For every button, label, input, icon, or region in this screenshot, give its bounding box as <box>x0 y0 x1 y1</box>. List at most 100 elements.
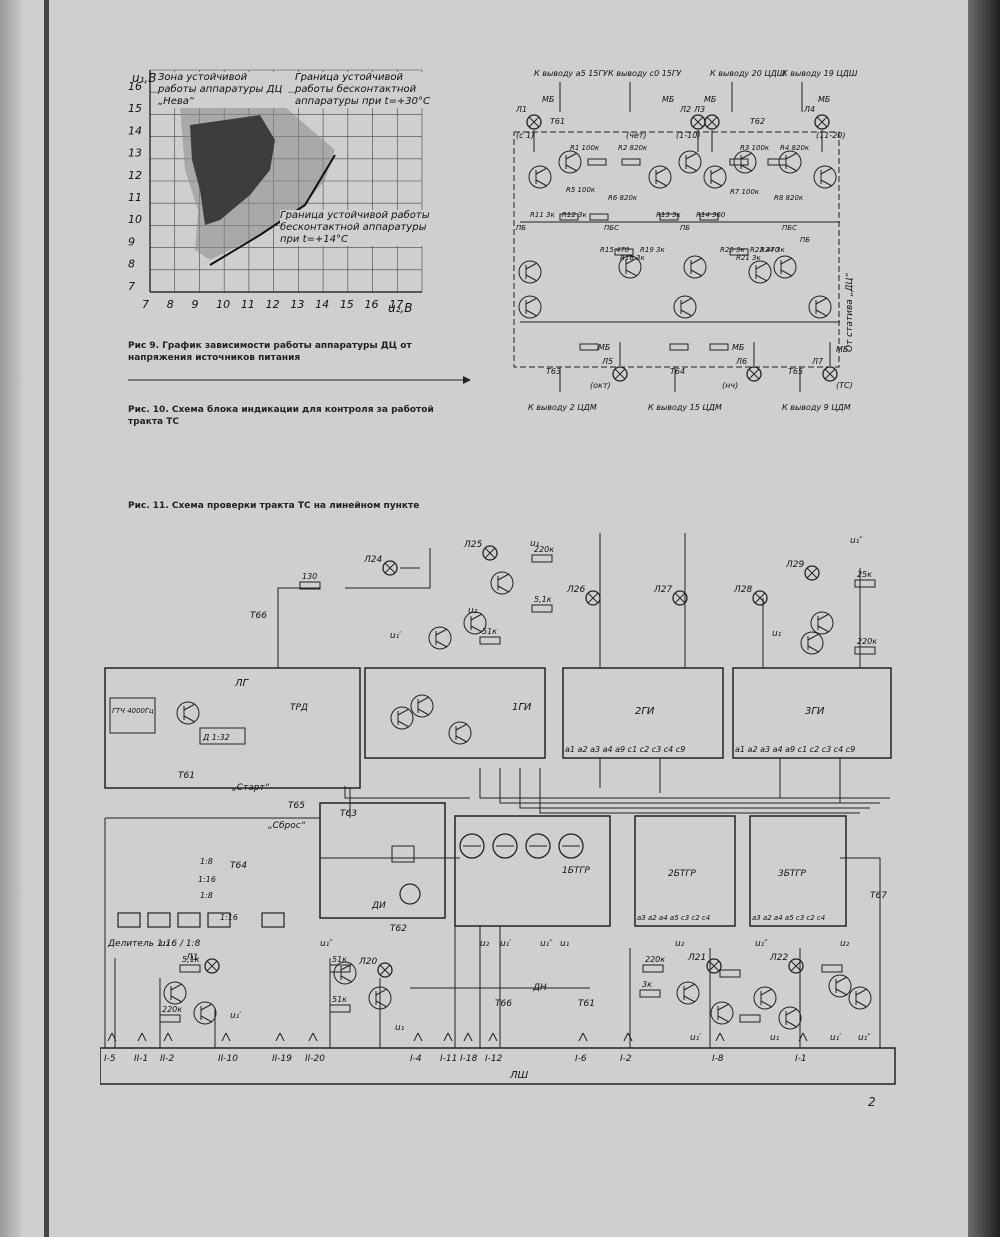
x-axis-label: u₂,В <box>388 301 412 315</box>
supply-label: u₁ <box>772 629 782 639</box>
tube-icon <box>459 833 485 859</box>
power-label: МБ <box>732 343 745 352</box>
resistor <box>159 1014 181 1023</box>
svg-text:ПБ: ПБ <box>800 236 810 244</box>
supply-label: u₂ <box>468 606 478 616</box>
lamp-label: Л20 <box>358 957 377 967</box>
svg-text:a3 a2 a4 a5 c3 c2 c4: a3 a2 a4 a5 c3 c2 c4 <box>637 914 710 922</box>
lamp-note: (с 1) <box>516 131 534 140</box>
transistor-icon <box>390 706 414 730</box>
pins-3btgr: a3 a2 a4 a5 c3 c2 c4 <box>752 914 825 922</box>
page-fold <box>44 0 49 1237</box>
transistor-icon <box>778 1006 802 1030</box>
lamp-label: Л26 <box>566 585 585 595</box>
resistor <box>821 964 843 973</box>
resistor <box>299 581 321 590</box>
svg-text:3БТГР: 3БТГР <box>778 869 806 879</box>
svg-text:К выводу 19 ЦДШ: К выводу 19 ЦДШ <box>782 69 858 78</box>
block-3btgr <box>749 815 847 927</box>
svg-text:Д 1:32: Д 1:32 <box>202 733 230 742</box>
button-label: Т66 <box>250 611 267 621</box>
resistor-label: R4 820к <box>780 144 810 152</box>
transistor-icon <box>558 150 582 174</box>
x-tick: 10 <box>216 298 230 311</box>
block-2btgr <box>634 815 736 927</box>
transistor-icon <box>648 165 672 189</box>
transistor-icon <box>410 694 434 718</box>
resistor-label: R13 3к <box>656 211 681 219</box>
upper-boundary-annotation: Граница устойчивой работы бесконтактной … <box>295 72 435 108</box>
y-tick: 13 <box>128 147 142 160</box>
resistor-label: R3 100к <box>740 144 770 152</box>
resistor <box>531 554 553 563</box>
transistor-icon <box>753 986 777 1010</box>
block-3gi <box>732 667 892 759</box>
resistor <box>621 158 641 166</box>
lamp-note: (11-20) <box>816 131 846 140</box>
block-gtch <box>109 697 156 734</box>
svg-text:К выводу 20 ЦДШ: К выводу 20 ЦДШ <box>710 69 786 78</box>
transistor-icon <box>828 974 852 998</box>
supply-label: u₂ <box>160 939 170 949</box>
transistor-icon <box>683 255 707 279</box>
tube-icon <box>492 833 518 859</box>
ratio-label: 1:16 <box>220 913 238 922</box>
top-labels: К выводу а5 15ГУ К выводу с0 15ГУ К выво… <box>534 69 858 78</box>
transistor-icon <box>528 165 552 189</box>
supply-label: u₁″ <box>850 536 863 546</box>
button-label: Т61 <box>178 771 195 781</box>
svg-text:ПБС: ПБС <box>782 224 797 232</box>
lamp-label: Л5 <box>601 357 613 366</box>
ratio-label: 1:16 <box>198 875 216 884</box>
svg-text:ДИ: ДИ <box>371 901 386 911</box>
svg-text:ЛГ: ЛГ <box>234 678 250 689</box>
supply-label: u₁″ <box>755 939 768 949</box>
resistor-label: 220к <box>645 955 665 964</box>
bus-pin-label: I-6 <box>575 1054 587 1064</box>
resistor-label: R12 3к <box>562 211 587 219</box>
button-label: Т62 <box>390 924 407 934</box>
bus-pin-label: II-2 <box>160 1054 175 1064</box>
x-tick: 7 <box>142 298 149 311</box>
transistor-icon <box>448 721 472 745</box>
lower-boundary-annotation: Граница устойчивой работы бесконтактной … <box>280 210 430 246</box>
y-tick: 7 <box>128 280 135 293</box>
transistor-icon <box>463 611 487 635</box>
block-divider-1-32 <box>199 727 246 745</box>
figure-10-caption: Рис. 10. Схема блока индикации для контр… <box>128 405 434 427</box>
resistor <box>329 1004 351 1013</box>
resistor <box>659 213 679 221</box>
figure-9-caption: Рис 9. График зависимости работы аппарат… <box>128 341 412 363</box>
figure-11-schematic: 130220к5,1к51к25к220к5,1к220к51к51к220к3… <box>100 533 896 1085</box>
resistor <box>669 343 689 351</box>
button-label: Т62 <box>750 117 765 126</box>
bus-pin-label: I-2 <box>620 1054 632 1064</box>
resistor <box>642 964 664 973</box>
lamp-icon <box>746 366 762 382</box>
resistor-label: R7 100к <box>730 188 760 196</box>
block-1gi <box>364 667 546 759</box>
bus-pin-label: II-1 <box>134 1054 148 1064</box>
supply-label: u₂ <box>480 939 490 949</box>
resistor <box>699 213 719 221</box>
supply-label: u₂ <box>675 939 685 949</box>
y-tick: 10 <box>128 213 142 226</box>
resistor <box>729 158 749 166</box>
svg-text:ЛШ: ЛШ <box>509 1070 529 1081</box>
lamp-label: Л27 <box>653 585 672 595</box>
resistor-label: 51к <box>332 955 347 964</box>
power-label: МБ <box>818 95 831 104</box>
button-label: Т67 <box>870 891 887 901</box>
bus-pin-label: I-8 <box>712 1054 724 1064</box>
transistor-icon <box>368 986 392 1010</box>
resistor-label: R6 820к <box>608 194 638 202</box>
power-label: МБ <box>662 95 675 104</box>
lamp-note: (чет) <box>626 131 647 140</box>
resistor <box>729 248 749 256</box>
resistor <box>589 213 609 221</box>
transistor-icon <box>518 260 542 284</box>
resistor-label: R15 470 <box>600 246 630 254</box>
power-label: МБ <box>836 345 849 354</box>
transistor-icon <box>848 986 872 1010</box>
